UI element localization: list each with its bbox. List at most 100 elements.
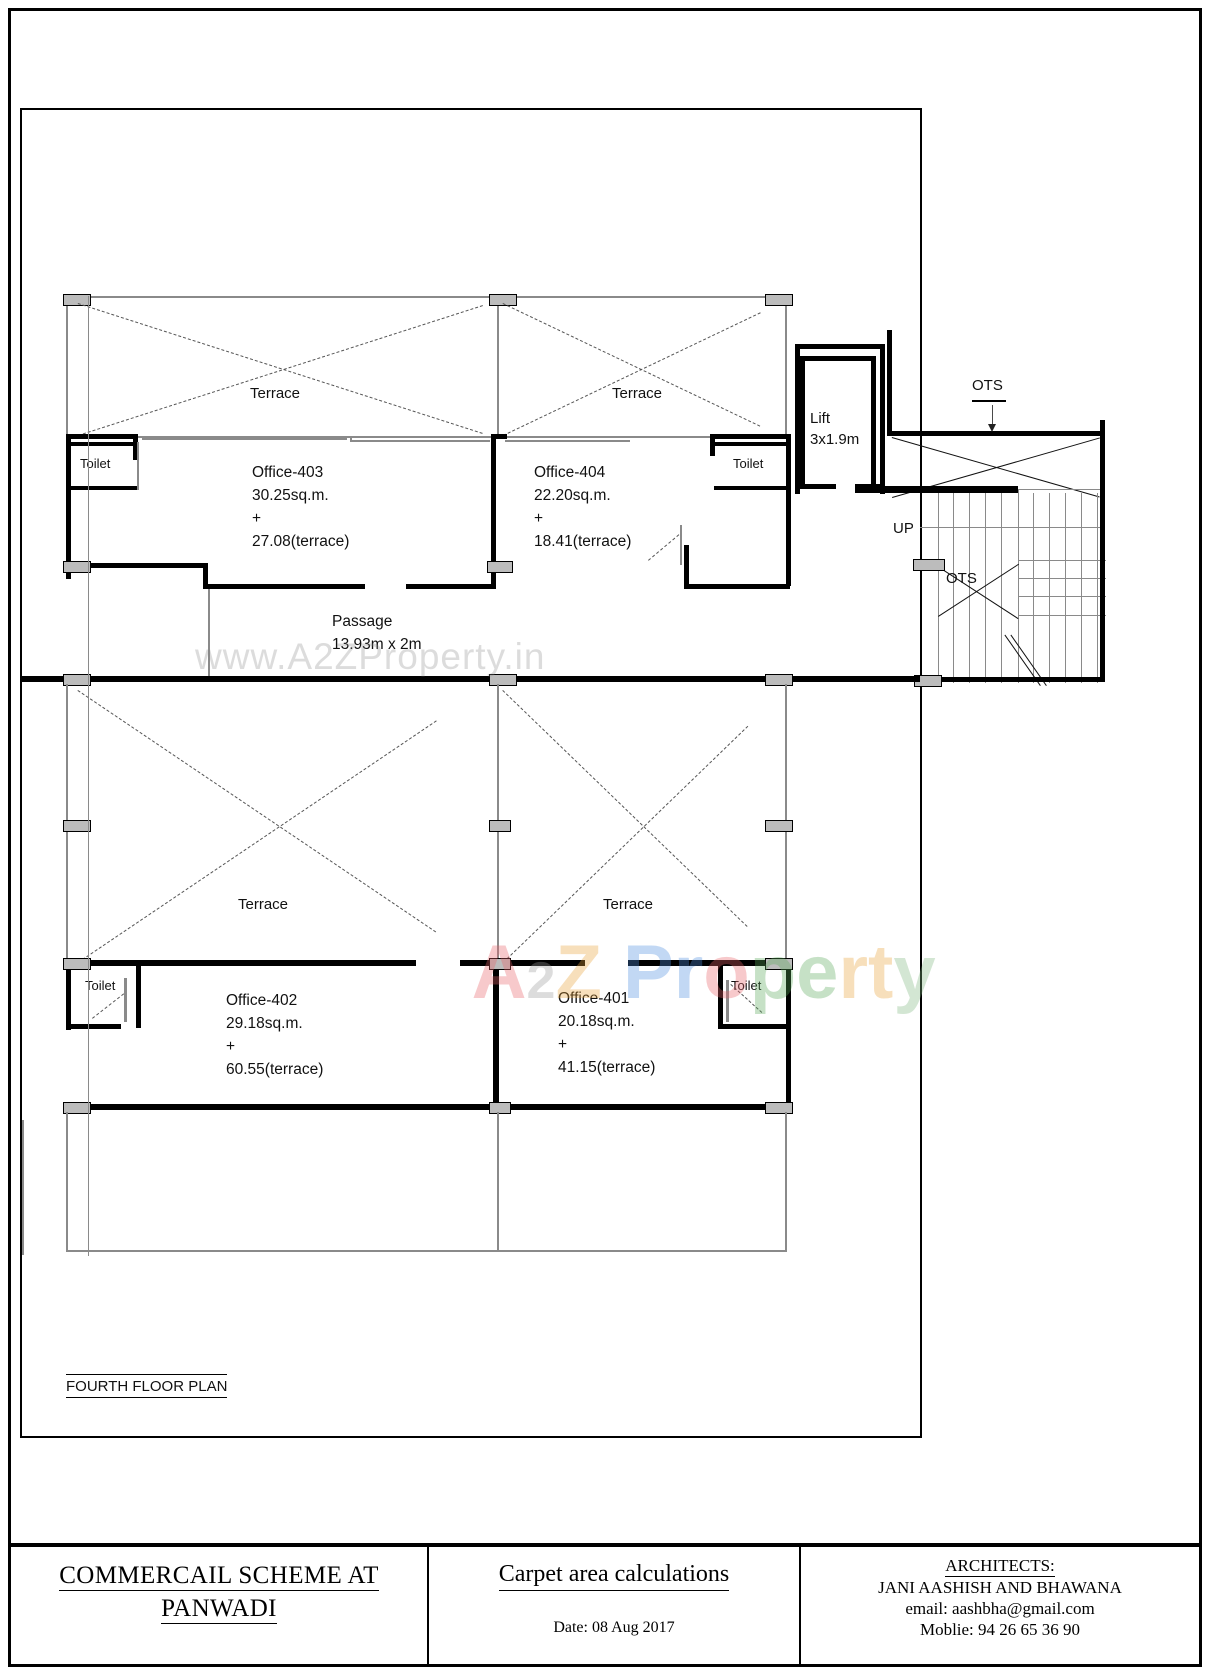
drawing-title: FOURTH FLOOR PLAN (66, 1374, 228, 1398)
lift-wall (795, 344, 885, 349)
terrace-label: Terrace (250, 385, 301, 402)
toilet-label: Toilet (731, 978, 762, 993)
wall (66, 1024, 121, 1029)
lift-label: Lift (810, 410, 831, 427)
stair-tread (1033, 493, 1035, 683)
passage-label: Passage (332, 613, 393, 630)
toilet-wall (718, 1024, 790, 1029)
column (489, 294, 517, 306)
terrace-label: Terrace (603, 896, 654, 913)
stair-tread (1001, 493, 1003, 683)
wall (66, 1104, 790, 1110)
room-area: 22.20sq.m. (534, 487, 611, 504)
terrace-label: Terrace (612, 385, 663, 402)
wall (491, 434, 507, 439)
opening-line (505, 440, 630, 442)
stair-tread (969, 493, 971, 683)
passage-edge (208, 589, 210, 679)
lift-inner-wall (800, 356, 875, 361)
stair-stringer (1018, 489, 1020, 683)
column (63, 561, 91, 573)
toilet-wall (710, 434, 790, 439)
wall (133, 434, 138, 460)
room-terrace-area: 60.55(terrace) (226, 1061, 324, 1078)
core-wall (918, 677, 1104, 682)
column (63, 1102, 91, 1114)
stair-rail-line (1018, 560, 1106, 562)
ots-underline (972, 400, 1006, 402)
room-name: Office-401 (558, 990, 630, 1007)
stair-tread (1081, 493, 1083, 683)
stair-rail-line (1018, 578, 1106, 580)
toilet-wall (714, 442, 786, 446)
architects-email: email: aashbha@gmail.com (905, 1599, 1095, 1618)
toilet-label: Toilet (733, 456, 764, 471)
room-terrace-area: 18.41(terrace) (534, 533, 632, 550)
room-terrace-area: 27.08(terrace) (252, 533, 350, 550)
parapet-edge (66, 1112, 68, 1252)
stair-rail-line (1018, 596, 1106, 598)
wall (786, 434, 791, 586)
ots-label: OTS (946, 570, 977, 587)
stair-tread (1065, 493, 1067, 683)
opening-jamb (350, 436, 352, 442)
core-wall (1100, 420, 1105, 682)
wall (406, 584, 496, 589)
column (489, 958, 511, 970)
wall (66, 960, 416, 966)
upper-slab-mid-edge (497, 296, 499, 438)
column (489, 1102, 511, 1114)
upper-slab-bottom-edge (66, 436, 786, 438)
stair-tread (1049, 493, 1051, 683)
lift-wall (795, 344, 800, 494)
column (489, 674, 517, 686)
wall (628, 960, 790, 966)
room-plus: + (226, 1038, 236, 1055)
column (489, 820, 511, 832)
wall (66, 960, 71, 1030)
toilet-wall (714, 486, 790, 490)
room-plus: + (534, 510, 544, 527)
wall (66, 563, 208, 568)
landing-edge (1018, 489, 1103, 491)
column (765, 1102, 793, 1114)
stair-up-label: UP (893, 520, 914, 537)
toilet-wall (710, 434, 715, 456)
wall (684, 584, 790, 589)
wall (22, 676, 920, 682)
plan-drawing-frame (20, 108, 922, 1438)
room-area: 29.18sq.m. (226, 1015, 303, 1032)
door-leaf (726, 980, 729, 1022)
lift-inner-wall (800, 356, 805, 484)
sheet-heading: Carpet area calculations (498, 1561, 730, 1591)
upper-slab-top-edge (66, 296, 786, 298)
stair-tread (1097, 493, 1099, 683)
opening-line (142, 438, 347, 440)
column (765, 820, 793, 832)
project-title-line2: PANWADI (161, 1595, 277, 1624)
ots-wall (887, 431, 1102, 436)
column (765, 674, 793, 686)
title-block-project-cell: COMMERCAIL SCHEME AT PANWADI (11, 1547, 429, 1664)
column (63, 674, 91, 686)
wall (684, 545, 689, 589)
ots-wall (887, 330, 892, 436)
room-terrace-area: 41.15(terrace) (558, 1059, 656, 1076)
architects-names: JANI AASHISH AND BHAWANA (878, 1578, 1122, 1597)
toilet-wall (718, 966, 723, 1028)
stair-stringer (938, 493, 940, 683)
room-name: Office-404 (534, 464, 606, 481)
column (63, 820, 91, 832)
ots-arrow-shaft (992, 405, 994, 427)
toilet-label: Toilet (85, 978, 116, 993)
setback-line (88, 296, 90, 1256)
stair-tread (985, 493, 987, 683)
column (63, 958, 91, 970)
terrace-label: Terrace (238, 896, 289, 913)
title-block-architects-cell: ARCHITECTS: JANI AASHISH AND BHAWANA ema… (801, 1547, 1199, 1664)
ots-label: OTS (972, 377, 1003, 394)
architects-mobile: Moblie: 94 26 65 36 90 (919, 1620, 1081, 1639)
wall (203, 584, 365, 589)
sheet-date: Date: 08 Aug 2017 (553, 1619, 675, 1636)
project-title-line1: COMMERCAIL SCHEME AT (59, 1562, 379, 1591)
